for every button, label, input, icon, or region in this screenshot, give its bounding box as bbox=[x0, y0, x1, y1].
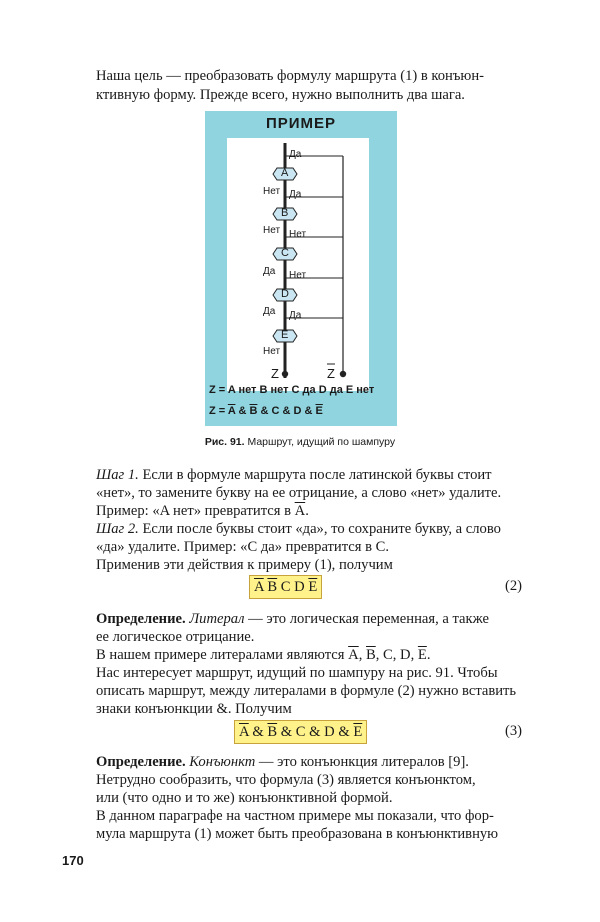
e-no-label: Нет bbox=[263, 346, 281, 357]
figure-example: ПРИМЕР bbox=[205, 111, 397, 426]
a-yes-label: Да bbox=[289, 149, 302, 160]
formula-3-number: (3) bbox=[505, 723, 523, 739]
figure-title: ПРИМЕР bbox=[265, 115, 337, 132]
conj-line-1: Нетрудно сообразить, что формула (3) явл… bbox=[96, 772, 476, 788]
final-line-1: В данном параграфе на частном примере мы… bbox=[96, 808, 494, 824]
node-b bbox=[272, 207, 298, 221]
not-z-label: Z bbox=[327, 366, 335, 381]
definition-literal-line-2: ее логическое отрицание. bbox=[96, 629, 255, 645]
a-no-label: Нет bbox=[263, 186, 281, 197]
z-label: Z bbox=[271, 366, 279, 381]
d-yes-label: Да bbox=[263, 306, 276, 317]
route-line-1: Нас интересует маршрут, идущий по шампур… bbox=[96, 665, 498, 681]
definition-conjunct: Определение. Конъюнкт — это конъюнкция л… bbox=[96, 754, 469, 770]
apply-text: Применив эти действия к примеру (1), пол… bbox=[96, 557, 393, 573]
step1-line-2: «нет», то замените букву на ее отрицание… bbox=[96, 485, 502, 501]
end-dot-z bbox=[281, 370, 289, 378]
node-e bbox=[272, 329, 298, 343]
node-c-label: C bbox=[281, 247, 289, 259]
literals-line: В нашем примере литералами являются A, B… bbox=[96, 647, 431, 663]
c-yes-label: Да bbox=[263, 266, 276, 277]
node-d bbox=[272, 288, 298, 302]
formula-2-number: (2) bbox=[505, 578, 523, 594]
d-no-label: Нет bbox=[289, 270, 307, 281]
figure-caption: Рис. 91. Маршрут, идущий по шампуру bbox=[204, 436, 396, 448]
formula-2-box: A B C D E bbox=[249, 575, 323, 599]
node-a bbox=[272, 167, 298, 181]
flowchart-diagram bbox=[272, 143, 347, 378]
node-c bbox=[272, 247, 298, 261]
node-b-label: B bbox=[281, 207, 289, 219]
intro-line-2: ктивную форму. Прежде всего, нужно выпол… bbox=[96, 87, 465, 103]
step1-line-3: Пример: «A нет» превратится в A. bbox=[96, 503, 309, 519]
figure-diagram-area: A B C D E Да Нет Да Нет Нет Да Нет Да Да… bbox=[227, 138, 369, 391]
conj-line-2: или (что одно и то же) конъюнктивной фор… bbox=[96, 790, 393, 806]
final-line-2: мула маршрута (1) может быть преобразова… bbox=[96, 826, 499, 842]
node-e-label: E bbox=[281, 329, 289, 341]
route-line-2: описать маршрут, между литералами в форм… bbox=[96, 683, 517, 699]
step2-line-1: Шаг 2. Если после буквы стоит «да», то с… bbox=[96, 521, 501, 537]
route-line-3: знаки конъюнкции &. Получим bbox=[96, 701, 292, 717]
b-yes-label: Да bbox=[289, 189, 302, 200]
b-no-label: Нет bbox=[263, 225, 281, 236]
definition-literal-line-1: Определение. Литерал — это логическая пе… bbox=[96, 611, 489, 627]
step1-line-1: Шаг 1. Если в формуле маршрута после лат… bbox=[96, 467, 492, 483]
page-number: 170 bbox=[62, 853, 84, 868]
node-a-label: A bbox=[281, 167, 289, 179]
step2-line-2: «да» удалите. Пример: «C да» превратится… bbox=[96, 539, 390, 555]
c-no-label: Нет bbox=[289, 229, 307, 240]
intro-line-1: Наша цель — преобразовать формулу маршру… bbox=[96, 68, 484, 84]
formula-3-box: A & B & C & D & E bbox=[234, 720, 368, 744]
e-yes-label: Да bbox=[289, 310, 302, 321]
figure-formula-1: Z = A нет B нет C да D да E нет bbox=[209, 384, 375, 396]
figure-formula-2: Z = A & B & C & D & E bbox=[209, 405, 323, 417]
node-d-label: D bbox=[281, 288, 289, 300]
